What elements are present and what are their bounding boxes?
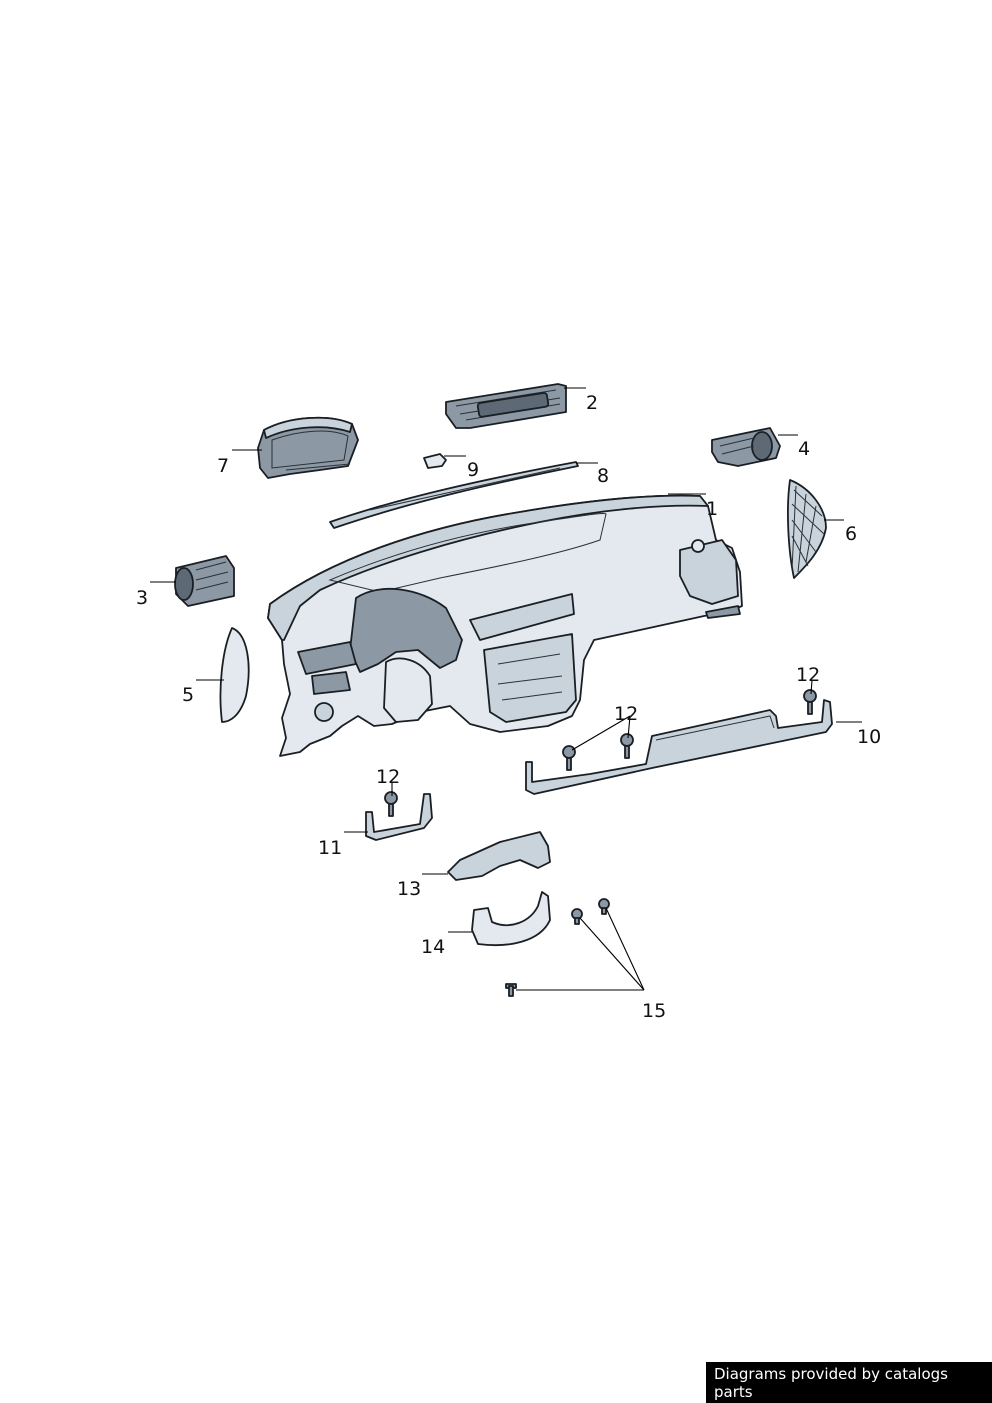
part-dashboard xyxy=(267,494,743,757)
callout-6: 6 xyxy=(845,523,857,545)
callout-5: 5 xyxy=(182,684,194,706)
callout-8: 8 xyxy=(597,465,609,487)
screw-12-d xyxy=(803,689,817,715)
callout-9: 9 xyxy=(467,459,479,481)
callout-3: 3 xyxy=(136,587,148,609)
screw-15-b xyxy=(598,898,610,915)
part-left-side-cover xyxy=(219,627,250,723)
part-small-bracket xyxy=(365,793,433,841)
part-right-vent xyxy=(711,427,781,467)
callout-10: 10 xyxy=(857,726,881,748)
part-dash-trim-strip xyxy=(329,461,579,529)
part-small-cover xyxy=(423,453,447,469)
screw-12-a xyxy=(384,791,398,817)
callout-15: 15 xyxy=(642,1000,666,1022)
callout-labels: 1 2 3 4 5 6 7 8 9 10 11 12 12 12 13 14 1… xyxy=(136,392,881,1022)
part-lower-right-trim xyxy=(525,699,833,795)
callout-12-b: 12 xyxy=(614,703,638,725)
callout-1: 1 xyxy=(706,498,718,520)
callout-12-a: 12 xyxy=(376,766,400,788)
watermark-banner: Diagrams provided by catalogs parts xyxy=(706,1362,992,1403)
callout-14: 14 xyxy=(421,936,445,958)
screw-15-c xyxy=(505,983,517,997)
screw-15-a xyxy=(571,908,583,925)
screw-12-c xyxy=(620,733,634,759)
callout-12-c: 12 xyxy=(796,664,820,686)
callout-4: 4 xyxy=(798,438,810,460)
part-upper-column-cover xyxy=(447,831,551,881)
callout-13: 13 xyxy=(397,878,421,900)
watermark-text: Diagrams provided by catalogs parts xyxy=(714,1364,948,1401)
callout-11: 11 xyxy=(318,837,342,859)
callout-7: 7 xyxy=(217,455,229,477)
part-right-side-cover xyxy=(787,479,827,579)
callout-2: 2 xyxy=(586,392,598,414)
part-lower-column-cover xyxy=(471,891,551,947)
part-left-vent xyxy=(174,555,235,607)
screw-12-b xyxy=(562,745,576,771)
leader-lines xyxy=(150,387,862,991)
part-instrument-cluster xyxy=(257,416,359,479)
part-center-vent xyxy=(445,383,567,429)
